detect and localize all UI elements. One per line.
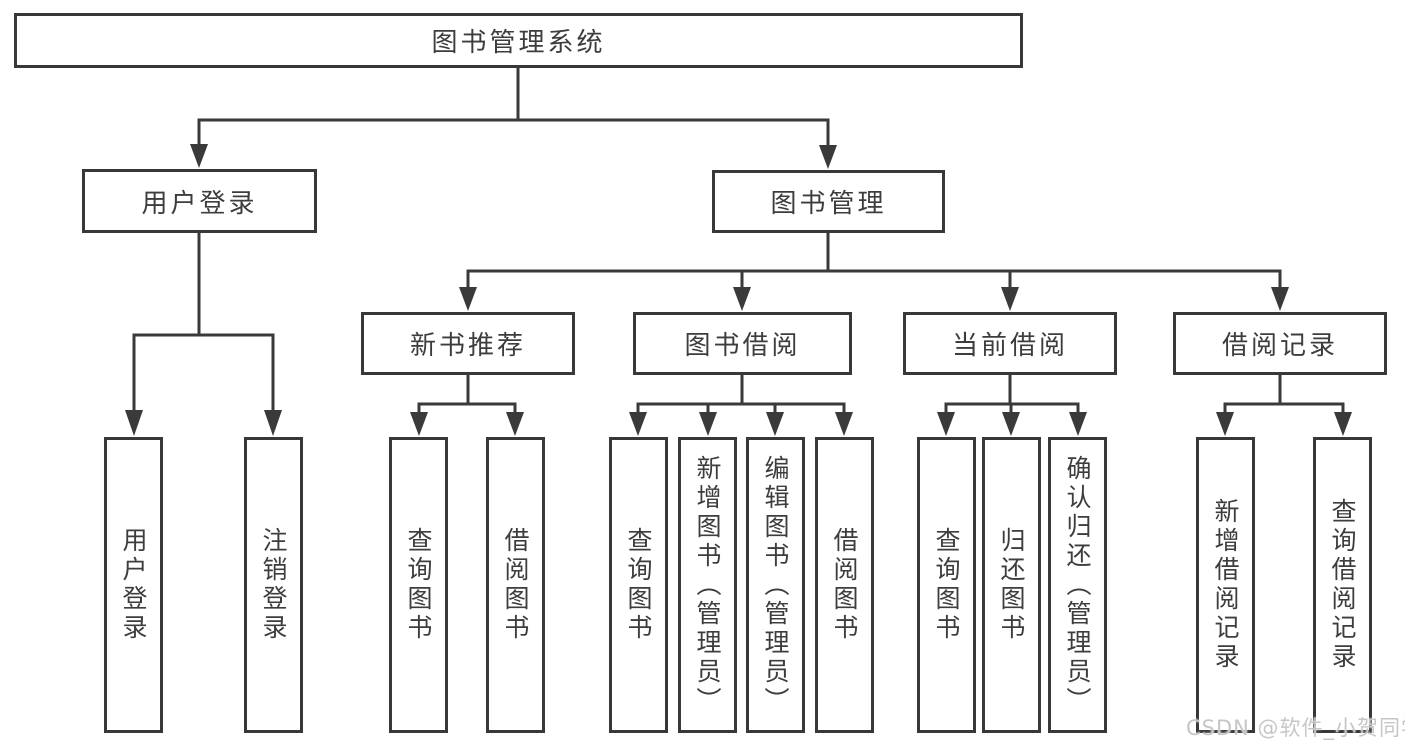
leaf-label: 查询图书 (932, 527, 961, 643)
leaf-label: 借阅图书 (501, 527, 530, 643)
leaf-label: 新增借阅记录 (1211, 498, 1240, 672)
leaf-confirm-return-admin: 确认归还（管理员） (1048, 437, 1107, 733)
node-root-system: 图书管理系统 (14, 13, 1023, 68)
node-current-borrowing: 当前借阅 (903, 312, 1117, 375)
node-new-book-recommendation: 新书推荐 (361, 312, 575, 375)
node-user-login: 用户登录 (82, 169, 317, 233)
leaf-query-borrow-record: 查询借阅记录 (1313, 437, 1372, 733)
leaf-label: 查询借阅记录 (1328, 498, 1357, 672)
leaf-label: 借阅图书 (830, 527, 859, 643)
leaf-user-login: 用户登录 (104, 437, 163, 733)
leaf-add-borrow-record: 新增借阅记录 (1196, 437, 1255, 733)
leaf-borrow-books-recommend: 借阅图书 (486, 437, 545, 733)
leaf-add-books-admin: 新增图书（管理员） (678, 437, 737, 733)
leaf-label: 注销登录 (259, 527, 288, 643)
leaf-query-books-borrow: 查询图书 (609, 437, 668, 733)
leaf-query-books-recommend: 查询图书 (389, 437, 448, 733)
csdn-watermark: CSDN @软件_小贺同学 (1186, 716, 1405, 740)
node-book-management: 图书管理 (712, 170, 945, 233)
leaf-borrow-books: 借阅图书 (815, 437, 874, 733)
leaf-query-books-current: 查询图书 (917, 437, 976, 733)
leaf-label: 新增图书（管理员） (693, 454, 722, 716)
leaf-edit-books-admin: 编辑图书（管理员） (746, 437, 805, 733)
node-book-borrowing: 图书借阅 (633, 312, 852, 375)
leaf-label: 编辑图书（管理员） (761, 454, 790, 716)
leaf-label: 确认归还（管理员） (1063, 454, 1092, 716)
leaf-label: 查询图书 (404, 527, 433, 643)
leaf-label: 归还图书 (997, 527, 1026, 643)
node-borrowing-records: 借阅记录 (1173, 312, 1387, 375)
leaf-logout: 注销登录 (244, 437, 303, 733)
leaf-label: 用户登录 (119, 527, 148, 643)
leaf-return-books: 归还图书 (982, 437, 1041, 733)
leaf-label: 查询图书 (624, 527, 653, 643)
